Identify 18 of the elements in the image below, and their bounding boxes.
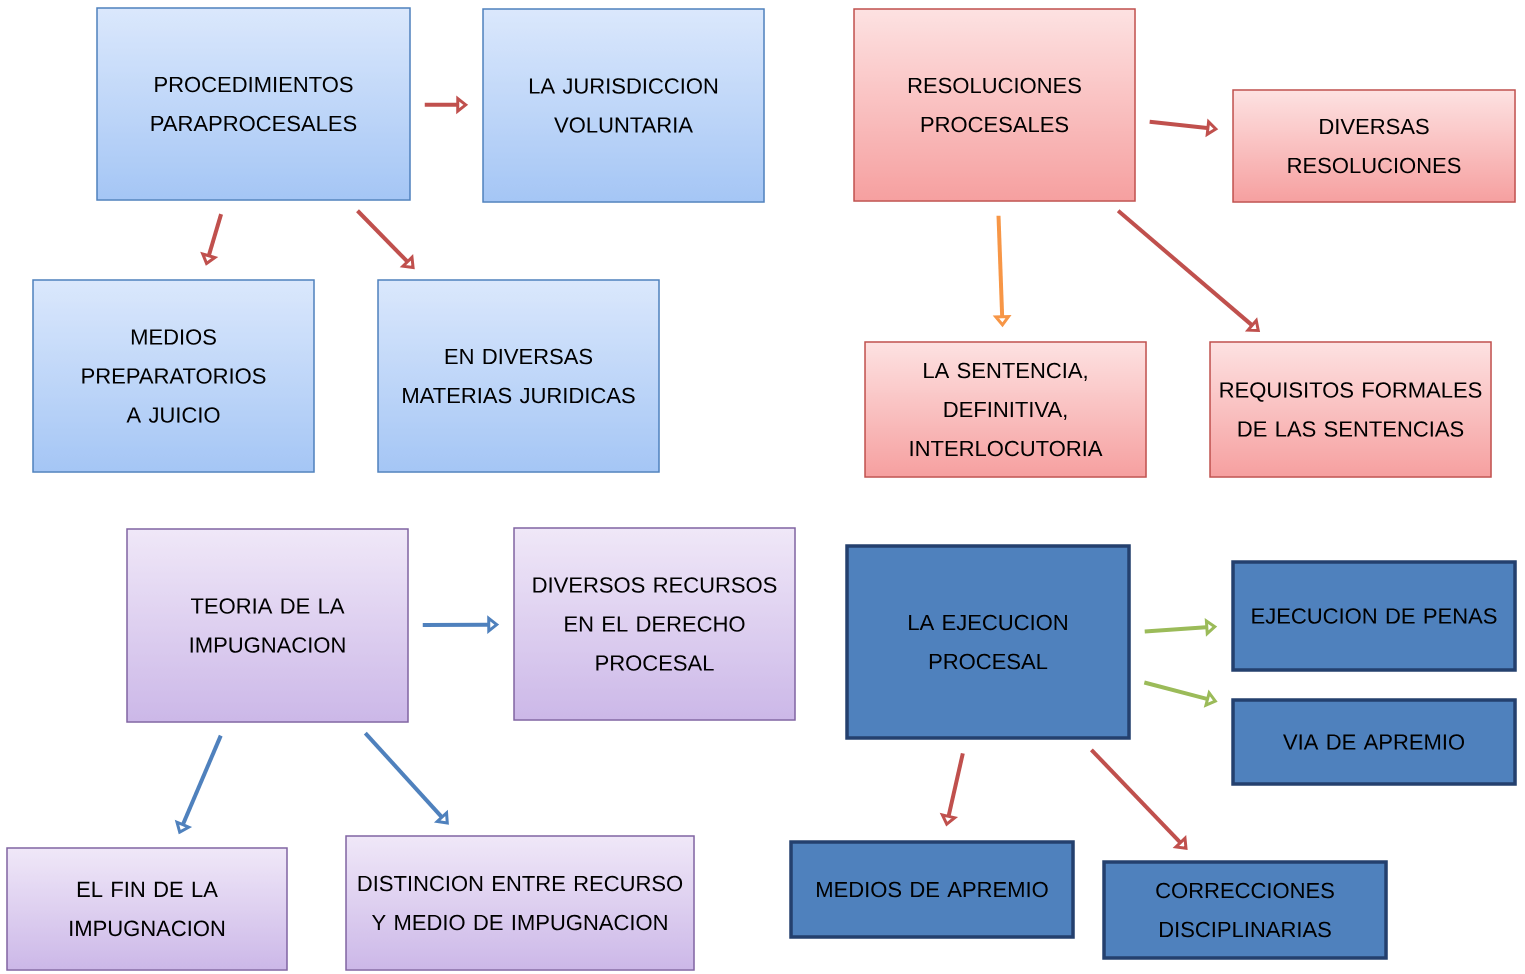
concept-box: TEORIA DE LA IMPUGNACION	[126, 528, 409, 723]
concept-box: DIVERSOS RECURSOS EN EL DERECHO PROCESAL	[513, 527, 796, 721]
concept-box: MEDIOS DE APREMIO	[789, 840, 1075, 939]
concept-box: VIA DE APREMIO	[1231, 698, 1517, 786]
concept-box: DISTINCION ENTRE RECURSO Y MEDIO DE IMPUGNACION	[345, 835, 695, 971]
concept-box: MEDIOS PREPARATORIOS A JUICIO	[32, 279, 315, 473]
concept-box: EL FIN DE LA IMPUGNACION	[6, 847, 288, 971]
concept-box: CORRECCIONES DISCIPLINARIAS	[1102, 860, 1388, 960]
arrow	[363, 731, 449, 825]
concept-box: EJECUCION DE PENAS	[1231, 560, 1517, 672]
concept-box: PROCEDIMIENTOS PARAPROCESALES	[96, 7, 411, 201]
concept-box: LA EJECUCION PROCESAL	[845, 544, 1131, 740]
concept-box: RESOLUCIONES PROCESALES	[853, 8, 1136, 202]
concept-box: LA JURISDICCION VOLUNTARIA	[482, 8, 765, 203]
concept-box: EN DIVERSAS MATERIAS JURIDICAS	[377, 279, 660, 473]
concept-box: LA SENTENCIA, DEFINITIVA, INTERLOCUTORIA	[864, 341, 1147, 478]
concept-box: REQUISITOS FORMALES DE LAS SENTENCIAS	[1209, 341, 1492, 478]
concept-box: DIVERSAS RESOLUCIONES	[1232, 89, 1516, 203]
